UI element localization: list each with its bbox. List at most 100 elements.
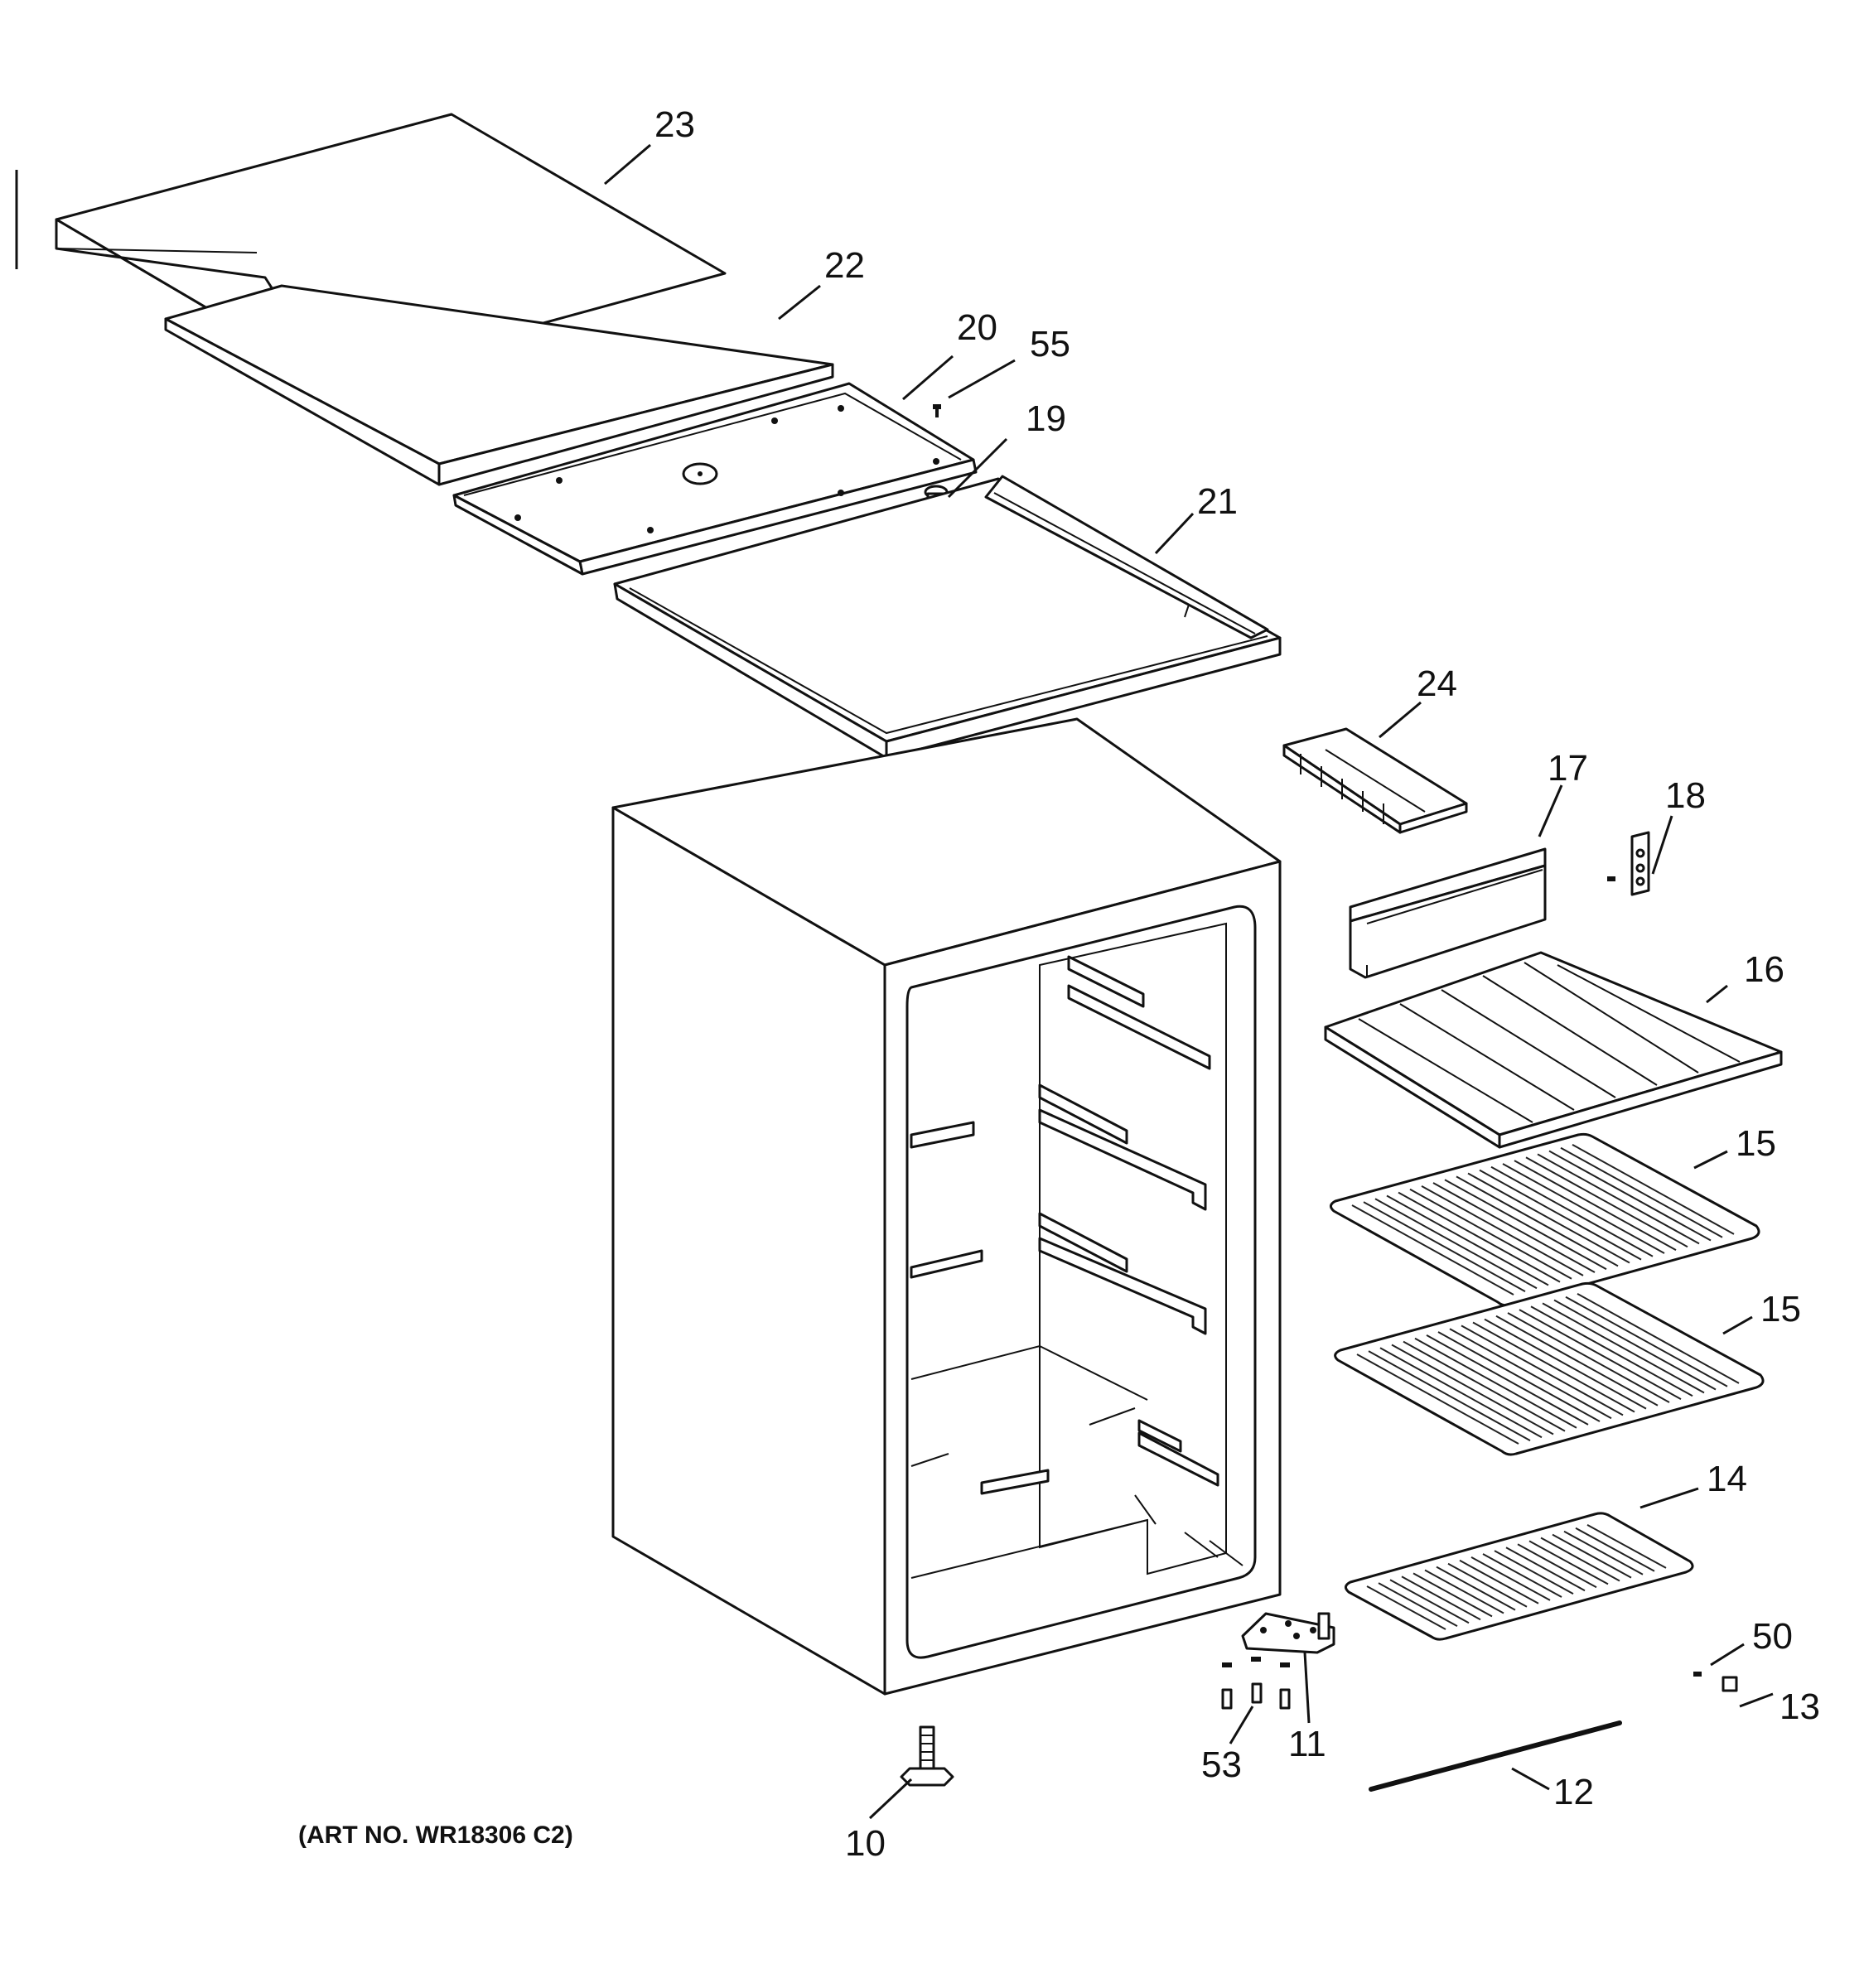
callout-50: 50 [1752, 1616, 1793, 1657]
wire [1495, 1315, 1659, 1407]
wire [1386, 1194, 1549, 1286]
wire [1409, 1188, 1572, 1280]
part-10-leveling-leg [900, 1725, 954, 1787]
callout-12: 12 [1553, 1772, 1594, 1812]
part-21-top-frame [613, 475, 1282, 760]
callout-18: 18 [1665, 775, 1706, 816]
wire [1378, 1582, 1458, 1627]
callout-20: 20 [957, 307, 997, 348]
wire [1414, 1337, 1577, 1429]
wire [1467, 1172, 1630, 1264]
callout-22: 22 [824, 245, 865, 286]
part-22-top-panel [164, 284, 834, 486]
wire [1447, 1562, 1528, 1608]
wire [1517, 1543, 1597, 1589]
wire [1575, 1527, 1655, 1572]
part-16-shelf [1324, 951, 1783, 1149]
wire [1374, 1198, 1538, 1290]
wire [1366, 1585, 1446, 1630]
wire [1530, 1305, 1693, 1397]
callout-15-lower: 15 [1760, 1289, 1801, 1329]
callout-53: 53 [1201, 1744, 1242, 1785]
wire [1356, 1353, 1519, 1445]
wire [1560, 1146, 1723, 1238]
part-13-clip [1722, 1676, 1738, 1692]
art-number: (ART NO. WR18306 C2) [298, 1822, 573, 1849]
wire [1514, 1160, 1677, 1251]
callout-11: 11 [1288, 1724, 1326, 1764]
callout-17: 17 [1548, 748, 1588, 789]
wire [1449, 1328, 1612, 1420]
wire [1389, 1579, 1470, 1624]
wire [1351, 1204, 1514, 1296]
wire [1577, 1292, 1740, 1384]
part-24-ice-tray [1282, 727, 1468, 834]
wire [1553, 1299, 1717, 1391]
callout-23: 23 [654, 104, 695, 145]
callout-19: 19 [1026, 398, 1066, 439]
part-55-screw [933, 404, 941, 417]
wire [1542, 1302, 1705, 1394]
wire [1537, 1153, 1700, 1245]
wire [1502, 1163, 1665, 1254]
callout-10: 10 [845, 1823, 886, 1864]
wire [1379, 1347, 1543, 1439]
wire [1459, 1559, 1539, 1604]
wire [1519, 1309, 1682, 1400]
wire [1363, 1201, 1526, 1293]
wire [1461, 1325, 1624, 1416]
wire [1437, 1331, 1601, 1422]
part-18-hinge-bracket [1607, 831, 1650, 896]
callout-13: 13 [1779, 1686, 1820, 1727]
wire [1398, 1191, 1561, 1283]
part-11-hinge [1241, 1612, 1335, 1654]
callout-55: 55 [1030, 324, 1070, 364]
wire [1525, 1156, 1688, 1248]
wire [1572, 1143, 1735, 1235]
wire [1424, 1569, 1504, 1614]
wire [1548, 1150, 1712, 1242]
callout-16: 16 [1744, 949, 1784, 990]
callout-21: 21 [1197, 481, 1238, 522]
wire [1484, 1318, 1647, 1410]
part-17-shelf-rail [1349, 847, 1547, 979]
callout-15-upper: 15 [1736, 1123, 1776, 1164]
wire [1444, 1179, 1607, 1271]
part-53-screws [1221, 1657, 1291, 1710]
wire [1507, 1312, 1670, 1403]
wire [1426, 1334, 1589, 1426]
wire [1436, 1566, 1516, 1611]
wire [1586, 1524, 1667, 1569]
callout-14: 14 [1707, 1459, 1747, 1499]
wire [1401, 1575, 1481, 1621]
part-15-wire-shelf-lower [1334, 1281, 1765, 1456]
wire [1432, 1182, 1596, 1273]
wire [1552, 1533, 1632, 1579]
wire [1368, 1350, 1531, 1442]
wire [1490, 1165, 1654, 1257]
wire [1565, 1296, 1728, 1387]
wire [1472, 1321, 1635, 1413]
wire [1470, 1556, 1551, 1601]
leader-lines [604, 143, 1774, 1820]
wire [1391, 1344, 1554, 1436]
wire [1403, 1340, 1566, 1432]
wire [1482, 1553, 1562, 1598]
wire [1563, 1530, 1644, 1575]
wire [1456, 1175, 1619, 1267]
cabinet-body [611, 717, 1282, 1696]
callout-labels: 23 22 20 55 19 21 24 17 18 16 15 15 14 5… [654, 104, 1820, 1864]
wire [1479, 1169, 1642, 1261]
part-12-rod [1369, 1720, 1622, 1792]
part-50-screw [1693, 1672, 1702, 1677]
wire [1505, 1546, 1586, 1592]
part-20-mounting-plate [452, 382, 978, 576]
callout-24: 24 [1417, 663, 1457, 704]
wire [1494, 1550, 1574, 1595]
wire [1421, 1185, 1584, 1276]
wire [1540, 1537, 1620, 1582]
part-15-wire-shelf-upper [1330, 1132, 1760, 1307]
wire [1528, 1540, 1609, 1585]
wire [1412, 1572, 1493, 1618]
